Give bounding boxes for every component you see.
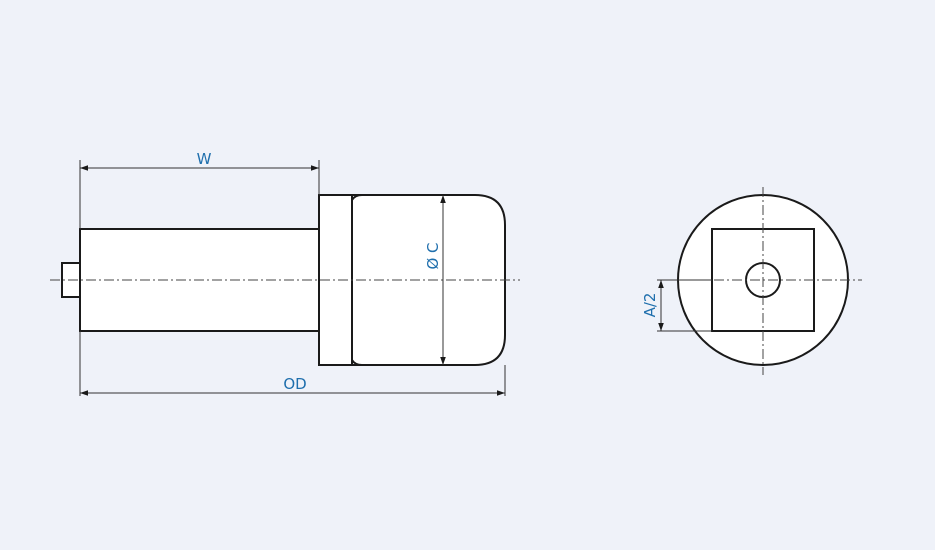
diameter-label: Ø C [424, 242, 442, 269]
w-label: W [197, 150, 212, 168]
a2-label: A/2 [641, 293, 659, 318]
od-label: OD [283, 375, 306, 393]
side-view: W OD Ø C [50, 150, 520, 396]
end-view: A/2 [641, 187, 862, 375]
